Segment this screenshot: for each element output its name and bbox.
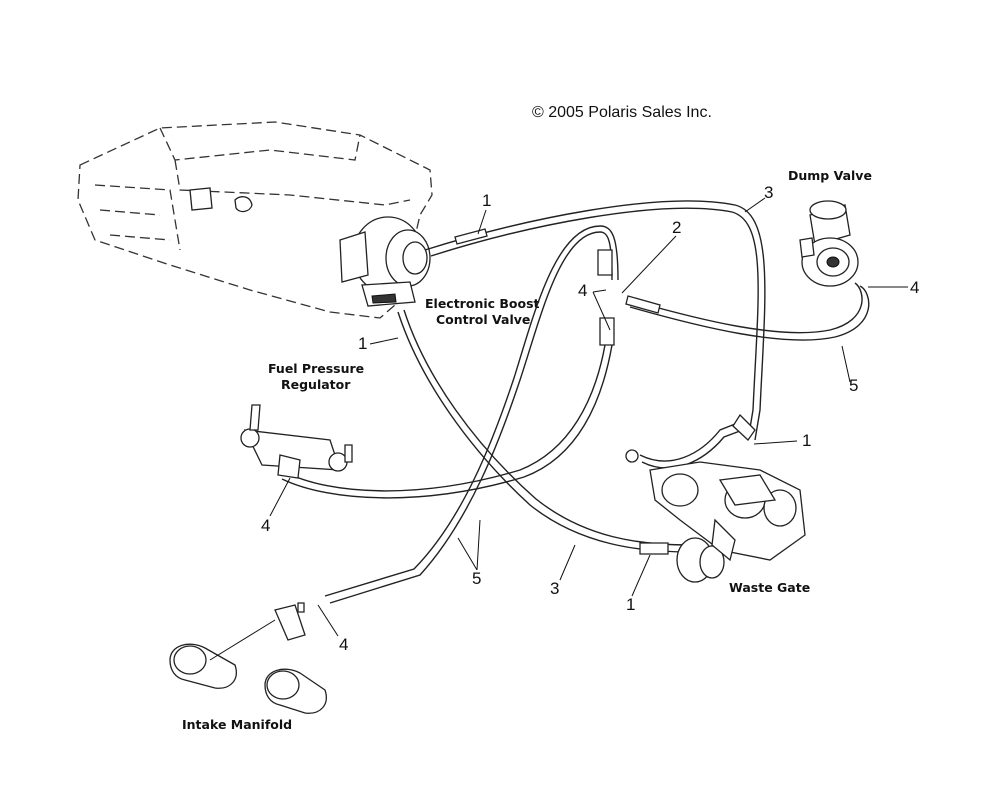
- callout-1-bottom: 1: [626, 595, 636, 614]
- fuel-regulator-part: [240, 404, 353, 479]
- callout-3-bottom: 3: [550, 579, 560, 598]
- label-fuel-regulator-2: Regulator: [281, 377, 351, 392]
- callout-1-top: 1: [482, 191, 492, 210]
- callout-4-tee: 4: [578, 281, 588, 300]
- label-waste-gate: Waste Gate: [729, 580, 811, 595]
- callout-4-fuel: 4: [261, 516, 271, 535]
- callout-5-bottom: 5: [472, 569, 482, 588]
- intake-manifold-part: [169, 602, 327, 714]
- label-intake-manifold: Intake Manifold: [182, 717, 293, 732]
- label-boost-valve-2: Control Valve: [436, 312, 531, 327]
- waste-gate-part: [649, 461, 806, 583]
- label-fuel-regulator-1: Fuel Pressure: [268, 361, 365, 376]
- label-dump-valve: Dump Valve: [788, 168, 872, 183]
- callout-1-boost: 1: [358, 334, 368, 353]
- callout-5-right: 5: [849, 376, 859, 395]
- callout-3-top: 3: [764, 183, 774, 202]
- label-boost-valve-1: Electronic Boost: [425, 296, 540, 311]
- callout-1-wastegate: 1: [802, 431, 812, 450]
- copyright-text: © 2005 Polaris Sales Inc.: [532, 104, 712, 121]
- callout-4-dump: 4: [910, 278, 920, 297]
- dump-valve-part: [799, 200, 859, 287]
- callout-2: 2: [672, 218, 682, 237]
- callout-4-intake: 4: [339, 635, 349, 654]
- boost-control-valve: [339, 216, 431, 307]
- leader-lines: [269, 197, 908, 637]
